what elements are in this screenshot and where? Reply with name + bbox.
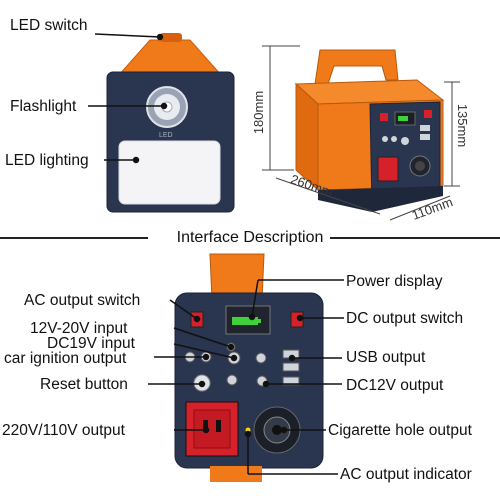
perspective-unit [294, 49, 445, 212]
label-dc12v-output: DC12V output [346, 377, 444, 394]
label-12v-20v-input: 12V-20V input [30, 320, 128, 337]
label-cigarette-hole-output: Cigarette hole output [328, 422, 472, 439]
front-view-unit [106, 33, 235, 213]
label-power-display: Power display [346, 273, 443, 290]
label-220v-110v-output: 220V/110V output [2, 422, 125, 439]
label-car-ignition-output: car ignition output [4, 350, 127, 367]
label-ac-output-indicator: AC output indicator [340, 466, 472, 483]
dim-side: 135mm [455, 103, 471, 148]
label-reset-button: Reset button [40, 376, 128, 393]
section-title: Interface Description [176, 229, 324, 246]
dim-height: 180mm [251, 90, 267, 135]
led-switch-knob [160, 33, 182, 42]
label-led-switch: LED switch [10, 17, 88, 34]
led-light-panel [118, 140, 221, 205]
label-led-lighting: LED lighting [5, 152, 89, 169]
label-flashlight: Flashlight [10, 98, 77, 115]
label-dc-output-switch: DC output switch [346, 310, 464, 327]
label-dc19v-input: DC19V input [47, 335, 135, 352]
led-small-text: LED [159, 132, 173, 139]
label-ac-output-switch: AC output switch [24, 292, 141, 309]
interface-panel [174, 253, 324, 482]
label-usb-output: USB output [346, 349, 426, 366]
